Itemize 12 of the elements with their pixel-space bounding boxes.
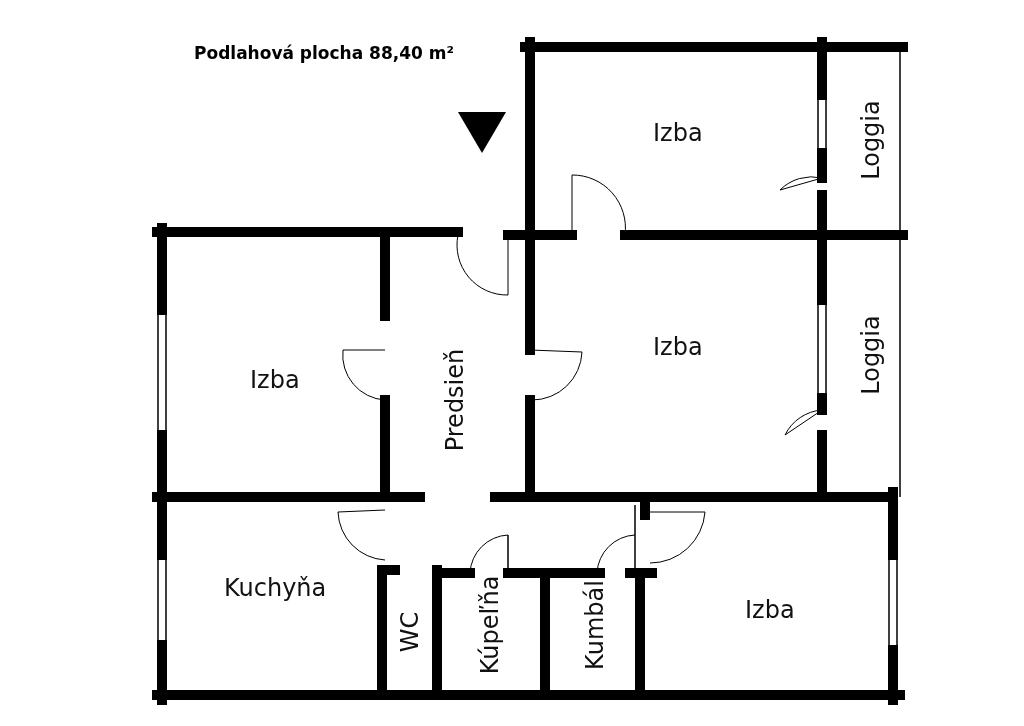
room-label: Kumbál bbox=[582, 580, 607, 670]
room-label: Izba bbox=[653, 121, 703, 145]
room-label: Izba bbox=[653, 335, 703, 359]
room-label: WC bbox=[397, 611, 422, 653]
room-label: Kuchyňa bbox=[224, 576, 327, 600]
room-label: Kúpeľňa bbox=[477, 575, 502, 675]
room-label: Loggia bbox=[858, 100, 883, 180]
room-label: Predsieň bbox=[442, 348, 467, 452]
room-label: Loggia bbox=[858, 315, 883, 395]
room-label: Izba bbox=[250, 368, 300, 392]
floor-area-title: Podlahová plocha 88,40 m² bbox=[194, 43, 454, 63]
room-label: Izba bbox=[745, 598, 795, 622]
